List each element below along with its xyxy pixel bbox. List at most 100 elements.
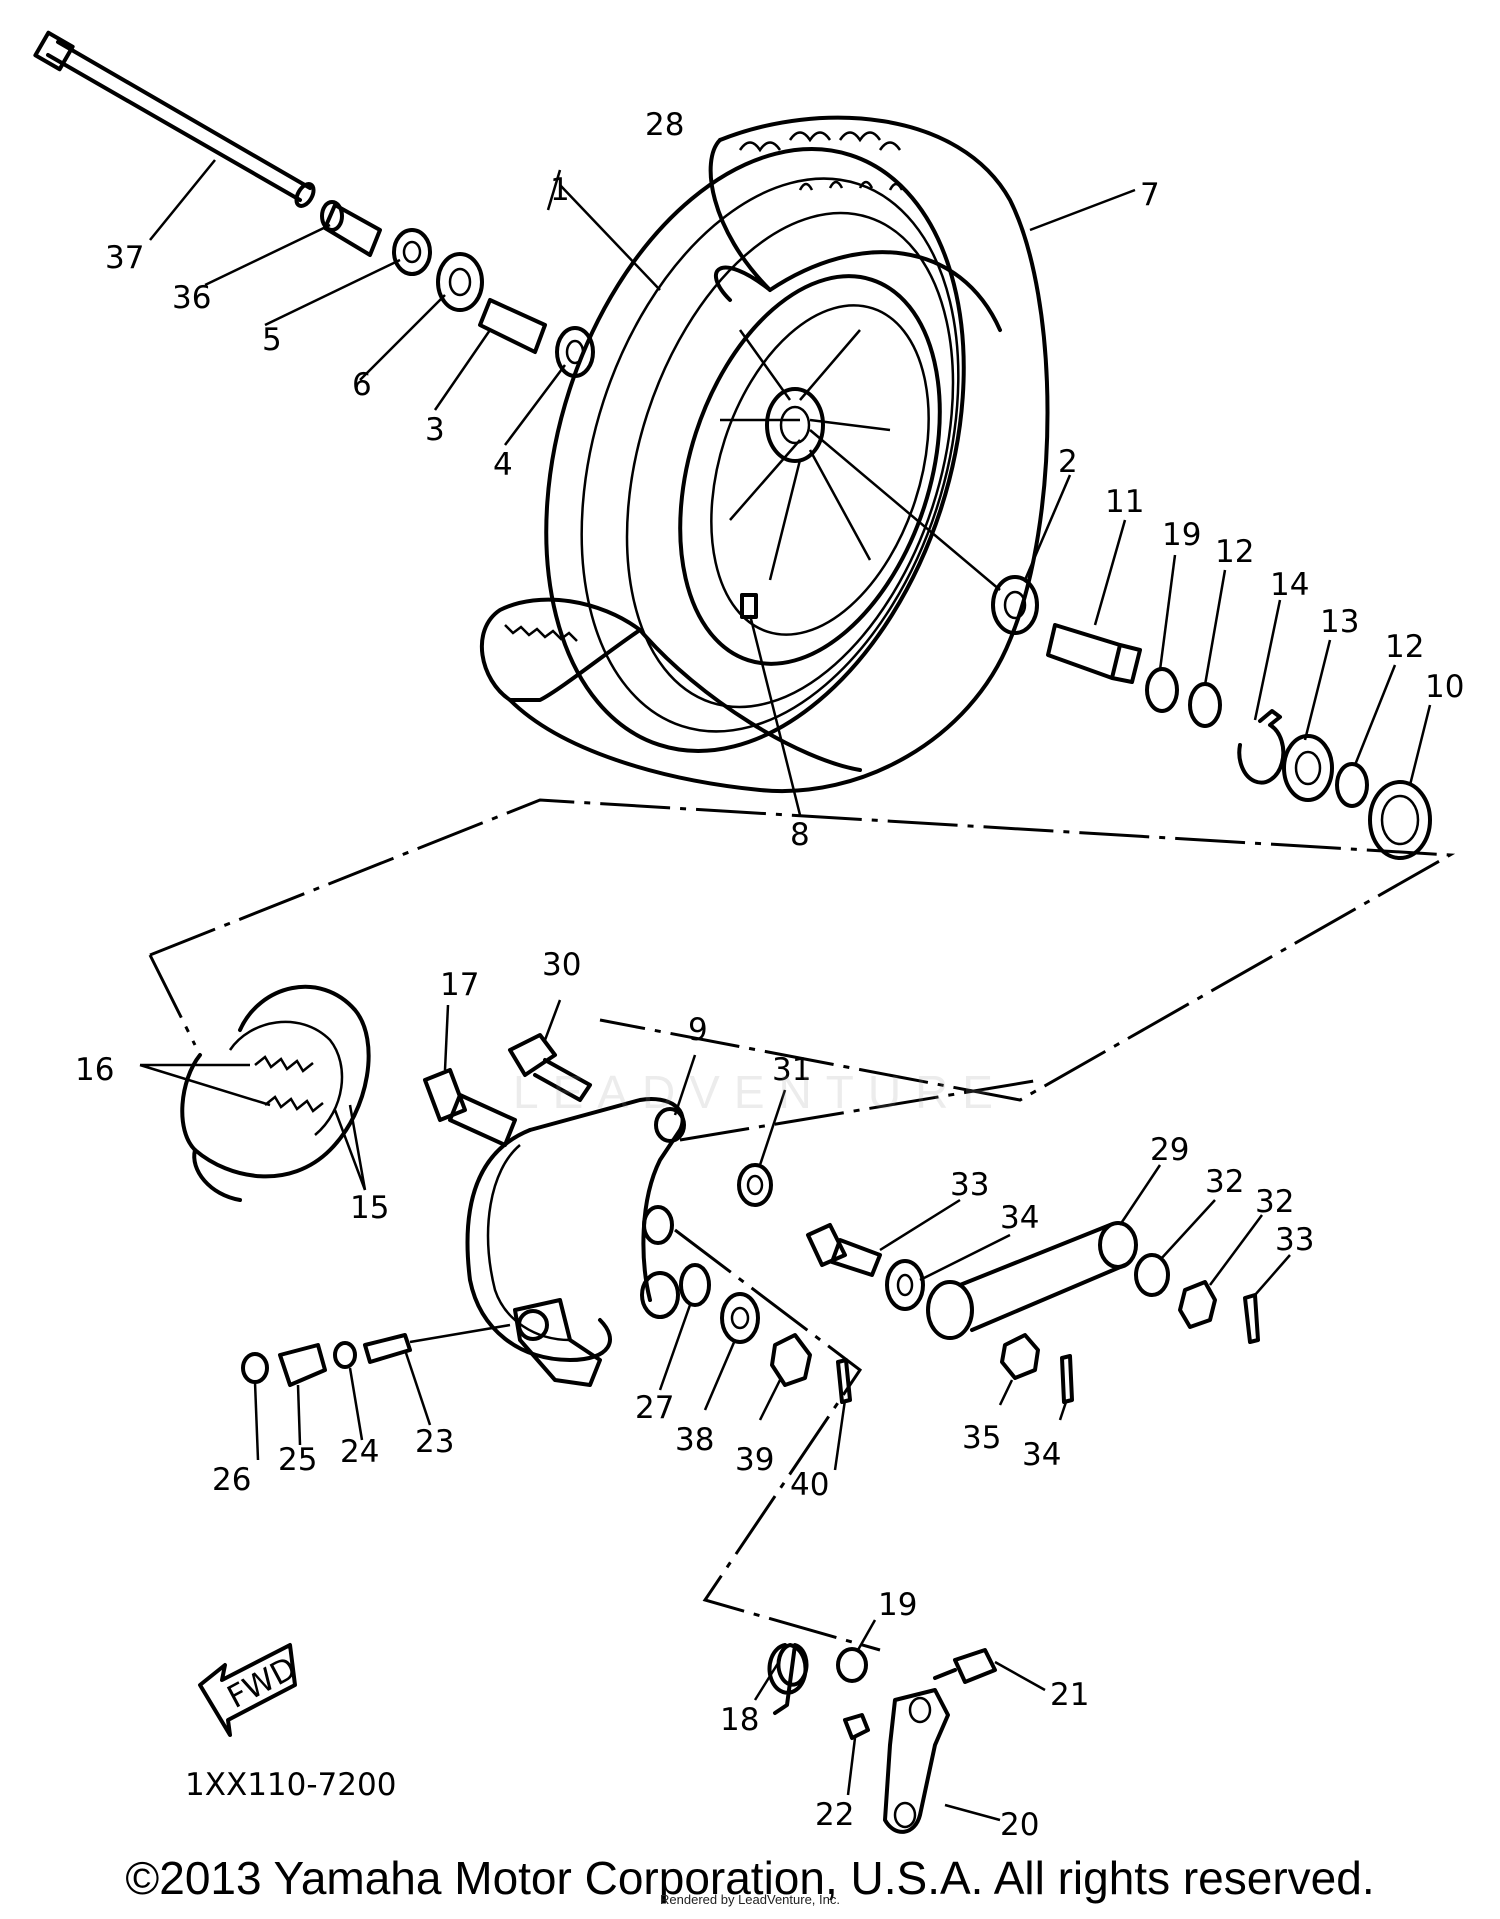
callout-26: 25	[278, 1442, 317, 1478]
spring-19	[767, 1643, 809, 1715]
sprocket-13-inner	[1294, 750, 1322, 786]
washer-36	[885, 1259, 925, 1311]
oil-seal-10	[1368, 780, 1432, 860]
callout-3: 3	[425, 412, 445, 448]
callout-13: 13	[1320, 604, 1359, 640]
callout-8: 8	[790, 817, 810, 853]
washer-32a	[737, 1163, 773, 1207]
brake-lever-group	[767, 1643, 997, 1834]
callouts: 28 1 7 37 36 5 6 3 4 2 11 19 12 14 13 12…	[75, 107, 1464, 1843]
cotter-pin-34a	[1243, 1293, 1260, 1344]
callout-19: 18	[720, 1702, 759, 1738]
callout-27: 26	[212, 1462, 251, 1498]
cotter-pin-34b	[1060, 1354, 1074, 1404]
brake-shoe-plate-9	[465, 1097, 686, 1387]
bolt-35	[806, 1223, 882, 1277]
callout-15: 19	[1162, 517, 1201, 553]
callout-22: 21	[1050, 1677, 1089, 1713]
part-code: 1XX110-7200	[185, 1767, 396, 1803]
callout-42: 40	[790, 1467, 829, 1503]
bolt-31	[508, 1033, 592, 1102]
adjuster-24	[363, 1333, 412, 1364]
callout-33: 32	[1255, 1184, 1294, 1220]
bearing-4	[555, 326, 595, 378]
callout-40: 37	[105, 240, 144, 276]
copyright-text: ©2013 Yamaha Motor Corporation, U.S.A. A…	[125, 1852, 1375, 1904]
joint-26	[278, 1343, 327, 1387]
spacer-39	[320, 200, 382, 257]
callout-28: 27	[635, 1390, 674, 1426]
callout-24: 23	[415, 1424, 454, 1460]
oil-seal-5	[392, 228, 432, 276]
callout-41: 39	[735, 1442, 774, 1478]
callout-4: 4	[493, 447, 513, 483]
callout-12b: 12	[1385, 629, 1424, 665]
callout-6: 6	[352, 367, 372, 403]
camshaft-lever-21	[883, 1688, 950, 1834]
callout-5: 5	[262, 322, 282, 358]
callout-35: 33	[950, 1167, 989, 1203]
callout-32b: 32	[1205, 1164, 1244, 1200]
callout-14: 14	[1270, 567, 1309, 603]
footer-credit: Rendered by LeadVenture, Inc.	[660, 1892, 840, 1907]
washer-38-inner	[730, 1306, 750, 1330]
washer-12a	[1188, 682, 1222, 728]
bearing-6-inner	[448, 267, 472, 297]
callout-12a: 12	[1215, 534, 1254, 570]
lever-outline	[674, 1228, 881, 1652]
o-ring-28	[679, 1263, 711, 1307]
callout-38: 38	[675, 1422, 714, 1458]
callout-18: 17	[440, 967, 479, 1003]
fwd-arrow: FWD	[198, 1643, 302, 1737]
plate-20	[836, 1647, 868, 1683]
callout-36: 34	[1000, 1200, 1039, 1236]
washer-32b	[1134, 1253, 1170, 1297]
nut-23	[843, 1713, 870, 1740]
callout-37: 35	[962, 1420, 1001, 1456]
spacer-3	[478, 298, 547, 354]
tension-bar-30	[926, 1221, 1138, 1340]
callout-10: 10	[1425, 669, 1464, 705]
bearing-6	[436, 252, 484, 312]
hub-11	[1046, 623, 1142, 684]
oil-seal-10-inner	[1380, 794, 1420, 846]
callout-2: 2	[1058, 444, 1078, 480]
callout-23: 22	[815, 1797, 854, 1833]
callout-16: 15	[350, 1190, 389, 1226]
nut-25	[333, 1341, 357, 1369]
callout-21: 20	[1000, 1807, 1039, 1843]
callout-39: 36	[172, 280, 211, 316]
callout-20: 19	[878, 1587, 917, 1623]
nut-41	[770, 1333, 812, 1387]
bearing-4-inner	[565, 339, 585, 365]
washer-12b	[1335, 762, 1369, 808]
washer-15	[1145, 667, 1179, 713]
bearing-2	[991, 575, 1039, 635]
callout-17: 16	[75, 1052, 114, 1088]
cotter-pin-42	[836, 1358, 852, 1404]
bolt-22	[933, 1648, 997, 1684]
assembly-outline	[149, 798, 1456, 1102]
callout-7: 7	[1140, 177, 1160, 213]
oil-seal-5-inner	[402, 240, 422, 264]
nut-27	[241, 1352, 269, 1384]
brake-shoes	[180, 984, 371, 1202]
rear-wheel-assembly	[479, 115, 1050, 794]
callout-25: 24	[340, 1434, 379, 1470]
washer-38	[720, 1292, 760, 1344]
brake-outline	[148, 954, 1041, 1142]
lock-washer-14	[1237, 709, 1286, 785]
washer-32a-inner	[746, 1174, 764, 1196]
callout-11: 11	[1105, 484, 1144, 520]
callout-31: 30	[542, 947, 581, 983]
bearing-2-inner	[1003, 590, 1027, 620]
callout-34b: 34	[1022, 1437, 1061, 1473]
callout-9: 9	[688, 1012, 708, 1048]
callout-30: 29	[1150, 1132, 1189, 1168]
callout-32a: 31	[772, 1052, 811, 1088]
nut-33	[1178, 1280, 1217, 1329]
washer-36-inner	[896, 1273, 914, 1297]
rear-axle	[33, 30, 316, 208]
callout-29: 28	[645, 107, 684, 143]
